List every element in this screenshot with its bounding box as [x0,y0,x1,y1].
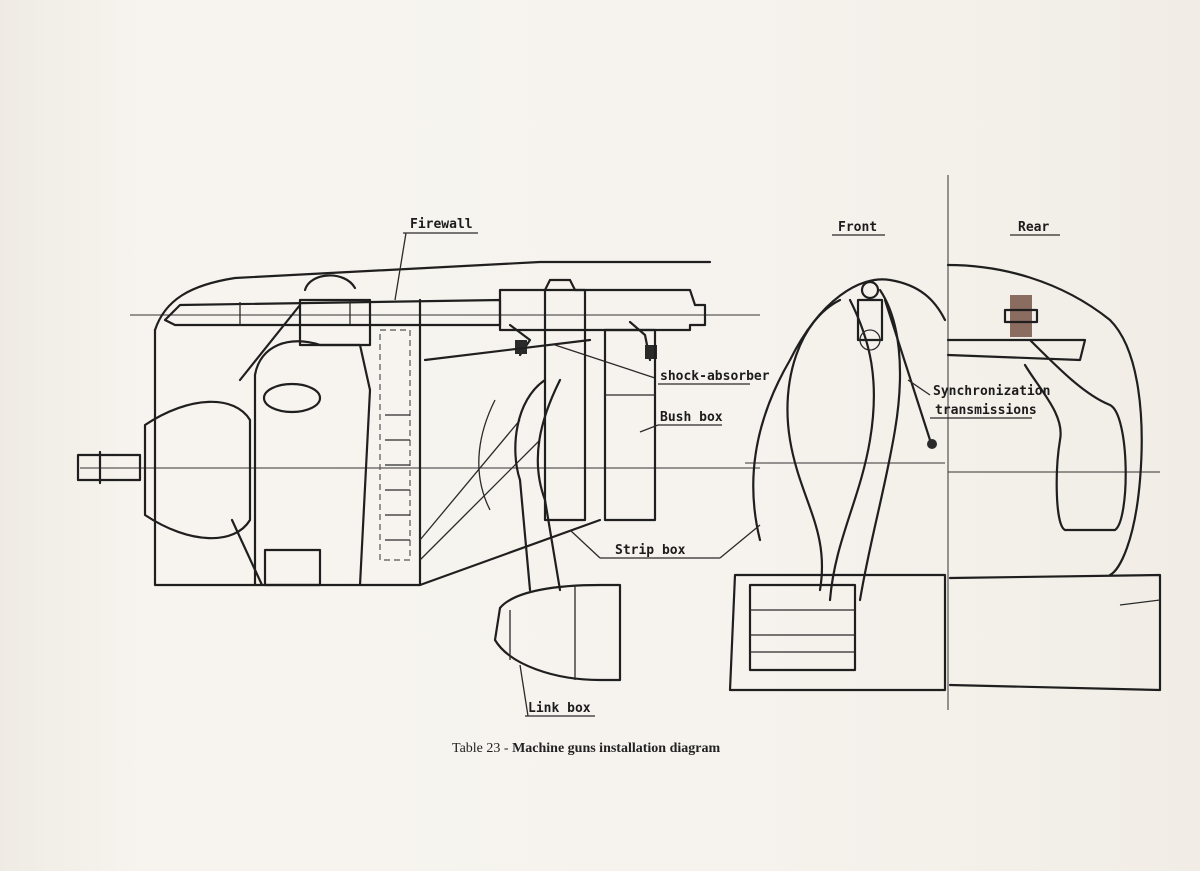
label-synchronization: Synchronization transmissions [907,379,1050,419]
rear-view [946,175,1162,710]
engine-block [253,340,372,587]
rear-ammo-chute [1023,338,1127,532]
label-link-box: Link box [519,664,595,717]
rear-label: Rear [1018,220,1049,235]
firewall-label: Firewall [410,217,473,232]
machine-gun-barrel [163,298,502,327]
front-lower-fuselage [728,573,947,692]
link-box-label: Link box [528,701,591,716]
caption-title: Machine guns installation diagram [512,741,720,756]
front-cowling [752,278,947,542]
synchronization-label-line1: Synchronization [933,384,1050,399]
shock-absorber-label: shock-absorber [660,369,770,384]
strip-box-label: Strip box [615,543,686,558]
label-front: Front [832,220,885,236]
label-firewall: Firewall [394,217,478,301]
side-view [76,260,760,682]
front-label: Front [838,220,877,235]
propeller-spinner [143,400,252,540]
feed-chute [514,378,547,592]
machine-gun-receiver [498,278,707,332]
label-bush-box: Bush box [639,410,723,433]
bush-box-outline [603,328,657,522]
bush-box-label: Bush box [660,410,723,425]
caption-prefix: Table 23 - [452,741,512,756]
link-box-outline [493,583,622,682]
rear-cowling [946,263,1143,577]
label-rear: Rear [1010,220,1060,236]
synchronization-label-line2: transmissions [935,403,1037,418]
diagram-caption: Table 23 - Machine guns installation dia… [452,741,720,756]
label-strip-box: Strip box [569,524,761,559]
fuselage-outline [153,260,712,332]
label-shock-absorber: shock-absorber [658,369,770,385]
strip-box-outline [543,288,587,522]
front-view [728,278,947,692]
